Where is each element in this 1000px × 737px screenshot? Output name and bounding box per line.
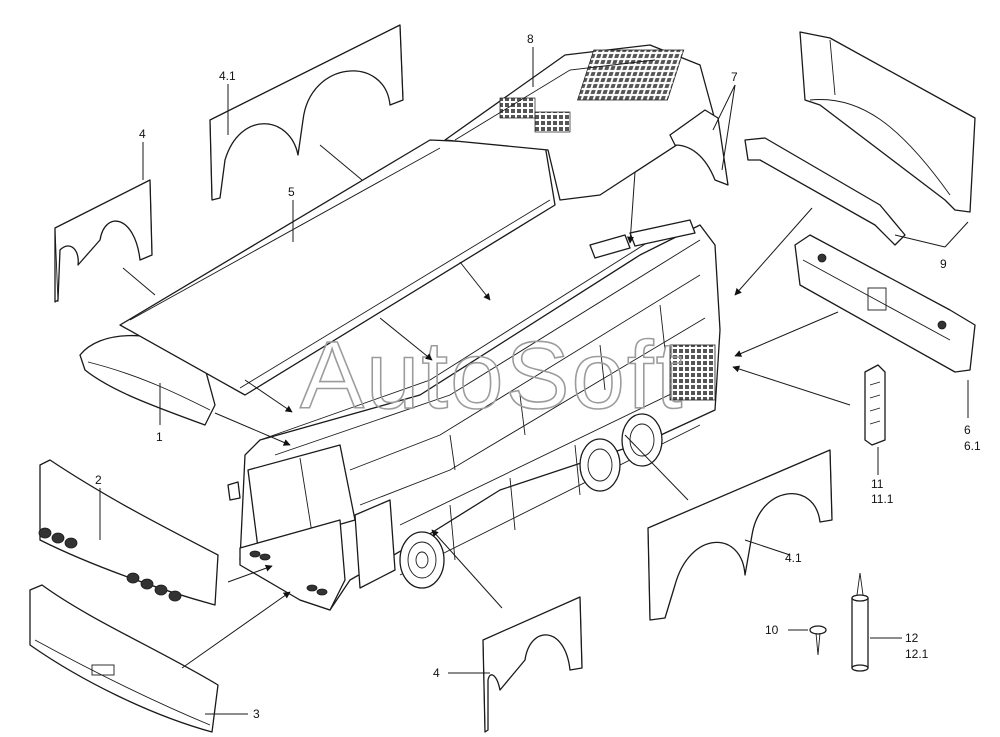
label-8: 8 (527, 32, 534, 46)
part-6-rear-bumper-panel (794, 234, 976, 373)
leader-lines (99, 47, 969, 715)
callout-labels: 1 2 3 4 4 4.1 4.1 5 6 6.1 7 8 9 10 11 11… (95, 32, 981, 721)
label-9: 9 (940, 257, 947, 271)
bus-body (227, 219, 721, 611)
part-12-adhesive-cartridge (851, 572, 869, 672)
part-8-roof-ac-unit (444, 44, 716, 201)
label-2: 2 (95, 473, 102, 487)
label-11: 11 (871, 477, 884, 491)
label-6: 6 (964, 423, 971, 437)
part-3-front-bumper (29, 584, 219, 733)
label-3: 3 (253, 707, 260, 721)
label-10: 10 (765, 623, 779, 637)
label-4-bottom: 4 (433, 666, 440, 680)
label-6-1: 6.1 (964, 439, 981, 453)
label-1: 1 (156, 430, 163, 444)
part-4-wheel-arch-bottom (482, 596, 583, 733)
part-8-top-grille (577, 49, 685, 101)
label-4-1-bottom: 4.1 (785, 551, 802, 565)
part-2-light-cluster-left (38, 527, 78, 549)
label-7: 7 (731, 70, 738, 84)
bus-headlights (249, 550, 328, 596)
part-10-clip (809, 625, 827, 656)
label-12: 12 (905, 631, 919, 645)
rear-grille (669, 344, 716, 401)
part-4-wheel-arch-top (54, 179, 153, 303)
part-2-front-upper-panel (38, 459, 219, 606)
label-11-1: 11.1 (871, 492, 894, 506)
label-12-1: 12.1 (905, 647, 929, 661)
label-4-top: 4 (139, 127, 146, 141)
part-9-rear-side-panel (744, 31, 976, 246)
label-5: 5 (288, 185, 295, 199)
bus-rear-wheel-2 (621, 413, 663, 467)
part-4-1-wheel-arch-top (209, 24, 404, 201)
assembly-arrows (122, 144, 851, 669)
part-4-1-wheel-arch-bottom (647, 449, 833, 621)
part-2-light-cluster-right (126, 572, 182, 602)
bus-rear-wheel-1 (579, 438, 621, 492)
autosoft-watermark: AutoSoft (300, 322, 684, 429)
bus-front-wheel (399, 531, 445, 589)
part-11-bracket (864, 364, 886, 446)
part-5-roof-panel (119, 139, 556, 396)
label-4-1-top: 4.1 (219, 69, 236, 83)
